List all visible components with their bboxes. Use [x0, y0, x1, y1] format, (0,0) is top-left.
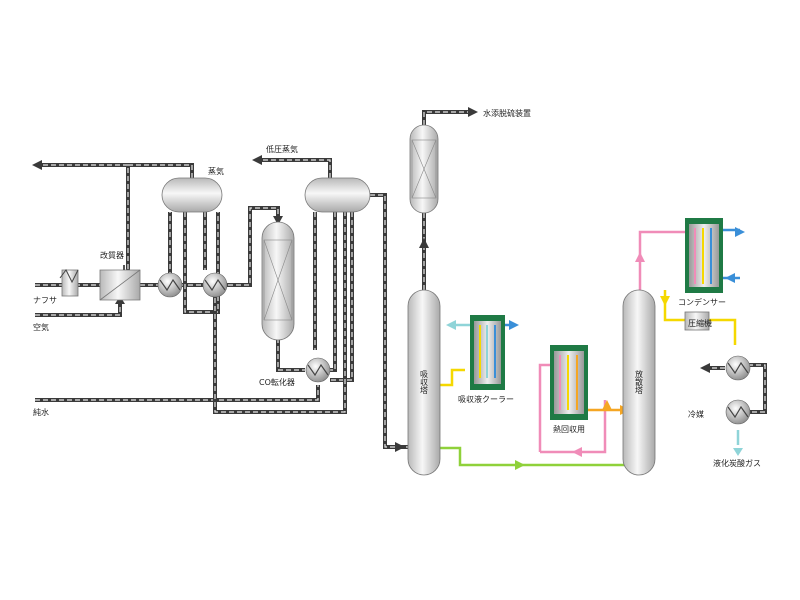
arrow-green-right — [515, 460, 525, 470]
label-reformer: 改質器 — [100, 250, 124, 260]
co-converter-icon — [261, 221, 295, 341]
arrow-lightblue-down — [733, 448, 743, 456]
dark-process-pipes — [35, 110, 767, 449]
arrow-left-refrigerant-out — [700, 363, 710, 373]
arrow-right-absorber-in — [395, 442, 405, 452]
label-condenser: コンデンサー — [678, 297, 726, 307]
compressor-icon — [684, 311, 710, 331]
co2-cooler-1-icon — [725, 355, 751, 381]
label-heat-recovery: 熱回収用 — [553, 424, 585, 434]
label-refrigerant: 冷媒 — [688, 409, 704, 419]
arrow-left-lp-steam — [252, 155, 262, 165]
arrow-down-co-converter — [273, 216, 283, 225]
label-low-pressure-steam: 低圧蒸気 — [266, 144, 298, 154]
label-co-converter: CO転化器 — [259, 377, 295, 387]
label-hydrodesulfurizer: 水添脱硫装置 — [483, 108, 531, 118]
naphtha-preheater-icon — [59, 269, 79, 297]
label-naphtha: ナフサ — [33, 296, 57, 305]
arrow-up-absorber-top — [419, 238, 429, 248]
arrow-lightblue-left — [446, 320, 456, 330]
absorber-tower-icon — [407, 289, 441, 476]
label-pure-water: 純水 — [33, 407, 49, 417]
label-compressor: 圧縮機 — [688, 318, 712, 328]
reformer-icon — [99, 265, 141, 301]
heat-recovery-exchanger-icon — [550, 345, 588, 420]
arrow-left-steam-out — [32, 160, 42, 170]
stripper-tower-icon — [622, 289, 656, 476]
heat-exchanger-3-icon — [305, 357, 331, 383]
heat-exchanger-1-icon — [157, 272, 183, 298]
arrow-yellow-down — [660, 296, 670, 306]
co2-cooler-2-icon — [725, 399, 751, 425]
label-absorbent-cooler: 吸収液クーラー — [458, 394, 514, 404]
heat-exchanger-2-icon — [202, 272, 228, 298]
label-air: 空気 — [33, 322, 49, 332]
label-liquefied-co2: 液化炭酸ガス — [713, 458, 761, 468]
label-absorber: 吸収塔 — [420, 370, 429, 395]
label-stripper: 放散塔 — [635, 369, 644, 395]
arrow-blue-in-condenser — [725, 273, 735, 283]
steam-drum-icon — [161, 177, 223, 213]
arrow-blue-in — [509, 320, 519, 330]
arrow-pink-up — [635, 252, 645, 262]
hydrodesulfurizer-icon — [409, 124, 439, 214]
condenser-icon — [685, 218, 723, 293]
arrow-orange-up — [602, 400, 612, 410]
arrow-pink-left — [572, 447, 582, 457]
arrow-right-desulfurizer-out — [468, 107, 478, 117]
lp-steam-drum-icon — [304, 177, 371, 213]
label-steam: 蒸気 — [208, 166, 224, 176]
absorbent-cooler-icon — [470, 315, 505, 390]
arrow-blue-out — [735, 227, 745, 237]
